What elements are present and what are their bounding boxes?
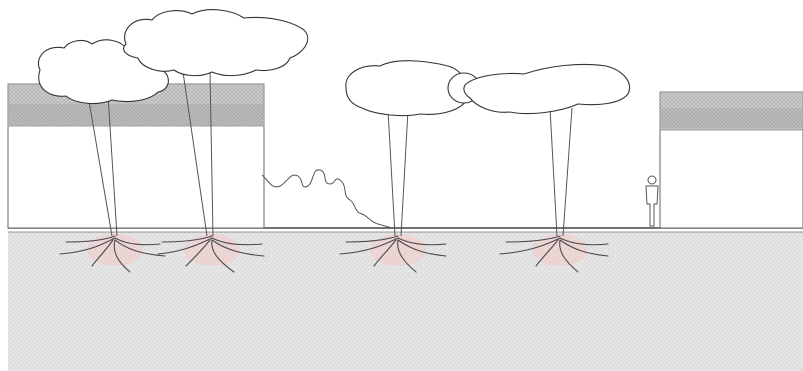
- canopy-right: [464, 64, 630, 113]
- building-left: [8, 84, 264, 228]
- building-right: [660, 92, 803, 228]
- person-silhouette: [646, 176, 658, 226]
- vine-shrub: [262, 170, 392, 228]
- canopy-left-high: [124, 10, 308, 76]
